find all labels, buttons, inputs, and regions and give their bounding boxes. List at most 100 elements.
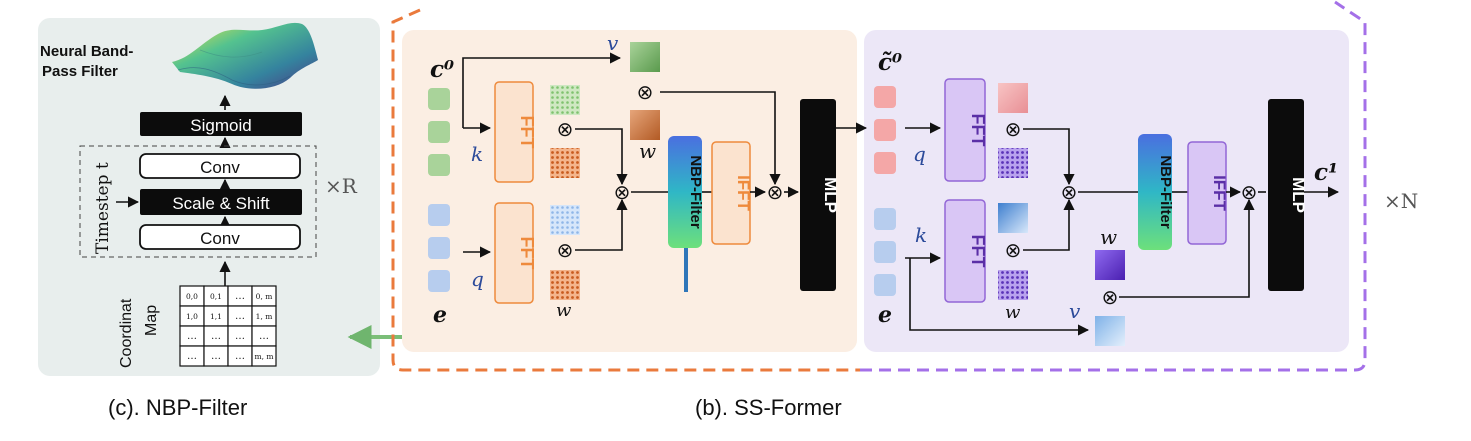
ifft-right-label: IFFT [1210, 175, 1229, 211]
ifft-left-label: IFFT [734, 175, 753, 211]
nbp-filter-right-label: NBP-Filter [1157, 155, 1174, 229]
otimes-v: ⊗ [637, 82, 654, 104]
grid-cell-label: 0, m [256, 292, 273, 301]
c0-tilde-token [874, 152, 896, 174]
otimes-merge-right: ⊗ [1061, 182, 1078, 204]
repeat-r-label: ×R [325, 174, 358, 198]
e-token [428, 237, 450, 259]
ss-former-border-purple [860, 0, 1367, 372]
scale-shift-block [140, 189, 302, 215]
grid-cell-label: 0,1 [210, 292, 222, 301]
otimes-bottom: ⊗ [557, 240, 574, 262]
v-label-right: v [1069, 299, 1081, 323]
otimes-final-right: ⊗ [1241, 182, 1258, 204]
c0-label: c⁰ [430, 56, 454, 83]
grid-cell-label: … [235, 311, 245, 322]
otimes-merge: ⊗ [614, 182, 631, 204]
freq-purple-square-top [998, 148, 1028, 178]
coord-map-line1: Coordinat [118, 298, 135, 368]
conv-bottom-label: Conv [200, 229, 240, 248]
mlp-left-block [800, 99, 836, 291]
caption-nbp-filter: (c). NBP-Filter [108, 395, 247, 420]
grid-cell-label: 1,0 [186, 312, 198, 321]
mlp-right-block [1268, 99, 1304, 291]
ifft-right-block [1187, 141, 1227, 245]
otimes-top: ⊗ [557, 119, 574, 141]
freq-blue-square-right [998, 203, 1028, 233]
fft-bottom-block [494, 202, 534, 304]
fft-bottom-label: FFT [517, 237, 537, 270]
fft-right-bottom-block [944, 199, 986, 303]
nbp-filter-right [1138, 134, 1172, 250]
c0-tilde-label: c̃⁰ [878, 49, 902, 76]
ss-former-border-orange [391, 8, 860, 372]
otimes-final-left: ⊗ [767, 182, 784, 204]
grid-cell-label: 1, m [256, 312, 273, 321]
band-pass-surface-icon [172, 22, 318, 89]
freq-pink-square [998, 83, 1028, 113]
nbp-title-line1: Neural Band- [40, 43, 133, 60]
k-label-right: k [915, 223, 927, 247]
grid-cell-label: … [235, 331, 245, 342]
w-label-bottom: w [556, 300, 572, 321]
timestep-label: Timestep t [93, 162, 113, 254]
grid-cell-label: … [211, 351, 221, 362]
mlp-left-label: MLP [821, 177, 840, 213]
grid-cell-label: … [211, 331, 221, 342]
freq-blue-square [550, 205, 580, 235]
grid-cell-label: … [259, 331, 269, 342]
q-label: q [471, 267, 484, 291]
e-label: e [433, 302, 447, 328]
e-token-right [874, 274, 896, 296]
c0-tilde-token [874, 86, 896, 108]
conv-top-label: Conv [200, 158, 240, 177]
grid-cell-label: … [235, 291, 245, 302]
caption-ss-former: (b). SS-Former [695, 395, 842, 420]
nbp-filter-left-label: NBP-Filter [687, 155, 704, 229]
timestep-dashed-box [79, 145, 317, 258]
c1-label: c¹ [1314, 159, 1338, 186]
repeat-n-label: ×N [1384, 189, 1418, 213]
e-label-right: e [878, 302, 892, 328]
otimes-right-top: ⊗ [1005, 119, 1022, 141]
grid-cell-label: 1,1 [210, 312, 222, 321]
v-square [630, 42, 660, 72]
sigmoid-label: Sigmoid [190, 116, 251, 135]
grid-cell-label: … [235, 351, 245, 362]
w-label-right-bottom: w [1005, 302, 1021, 323]
conv-bottom-block [139, 224, 301, 250]
coord-map-line2: Map [143, 305, 160, 336]
w-label-top: w [639, 139, 656, 163]
c0-token [428, 154, 450, 176]
sigmoid-block [140, 112, 302, 136]
e-token-right [874, 241, 896, 263]
freq-green-square [550, 85, 580, 115]
freq-purple-square-bottom [998, 270, 1028, 300]
q-label-right: q [913, 142, 926, 166]
k-label: k [471, 142, 483, 166]
c0-token [428, 88, 450, 110]
grid-cell-label: 0,0 [186, 292, 198, 301]
nbp-filter-left [668, 136, 702, 248]
fft-top-label: FFT [517, 116, 537, 149]
c0-tilde-token [874, 119, 896, 141]
otimes-right-bottom: ⊗ [1005, 240, 1022, 262]
fft-right-bottom-label: FFT [968, 235, 988, 268]
w-square-right [1095, 250, 1125, 280]
conv-top-block [139, 153, 301, 179]
e-token-right [874, 208, 896, 230]
grid-cell [251, 345, 277, 367]
w-square-top [630, 110, 660, 140]
w-label-right-top: w [1100, 225, 1117, 249]
otimes-wv: ⊗ [1102, 287, 1119, 309]
fft-right-top-label: FFT [968, 114, 988, 147]
e-token [428, 204, 450, 226]
mlp-right-label: MLP [1289, 177, 1308, 213]
freq-orange-square-top [550, 148, 580, 178]
ifft-left-block [711, 141, 751, 245]
fft-right-top-block [944, 78, 986, 182]
scale-shift-label: Scale & Shift [172, 194, 270, 213]
v-square-right [1095, 316, 1125, 346]
